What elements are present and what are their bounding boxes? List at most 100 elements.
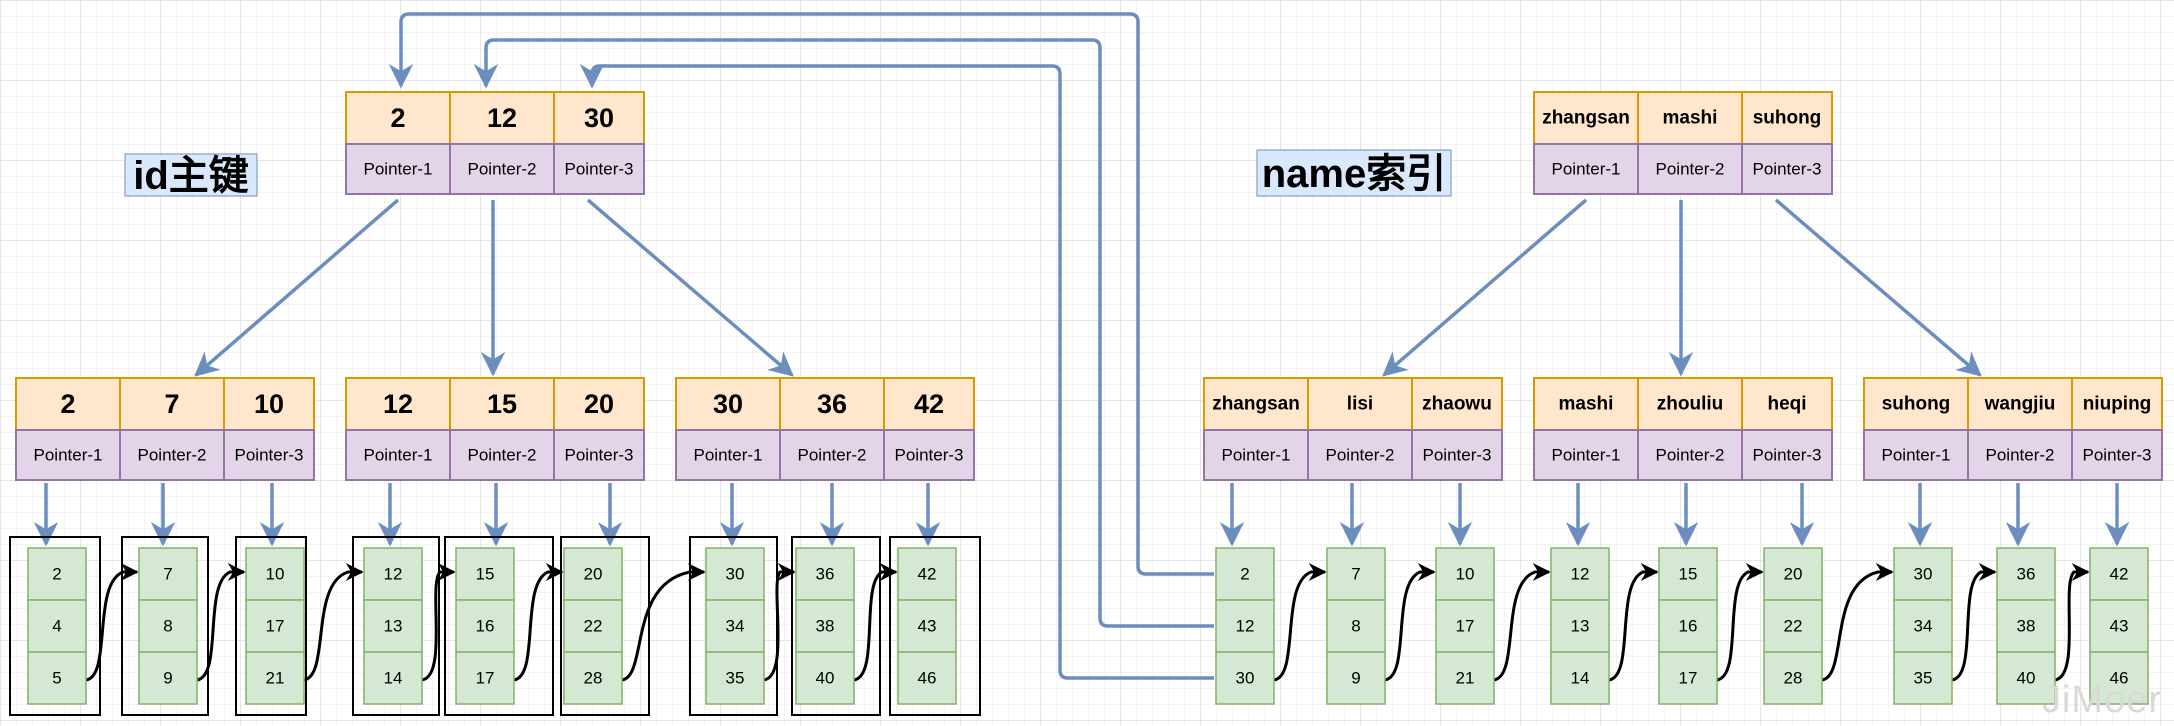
id-leaf-value: 28: [584, 669, 603, 688]
id-leaf-value: 5: [52, 669, 61, 688]
name-leaf-value: 42: [2110, 565, 2129, 584]
name-internal-node-pointer-cell: [2071, 429, 2163, 481]
name-internal-node-pointer-cell: [1741, 429, 1833, 481]
name-internal-node-key: zhangsan: [1212, 394, 1300, 415]
id-leaf-value: 15: [476, 565, 495, 584]
id-internal-node-key-cell: [15, 377, 121, 431]
id-leaf-page-frame: [9, 536, 101, 716]
name-root-node-pointer-cell: [1741, 143, 1833, 195]
name-leaf-value: 10: [1456, 565, 1475, 584]
name-leaf-cell: [1763, 651, 1823, 705]
id-leaf-value: 10: [266, 565, 285, 584]
name-internal-node-pointer-label: Pointer-1: [1882, 446, 1951, 465]
name-leaf-value: 2: [1240, 565, 1249, 584]
id-root-node-key: 12: [487, 103, 517, 133]
name-leaf-value: 12: [1236, 617, 1255, 636]
id-internal-node-pointer-label: Pointer-1: [34, 446, 103, 465]
id-internal-node-key-cell: [883, 377, 975, 431]
id-leaf-value: 16: [476, 617, 495, 636]
id-leaf-page-frame: [689, 536, 778, 716]
id-leaf-value: 12: [384, 565, 403, 584]
name-leaf-value: 28: [1784, 669, 1803, 688]
id-leaf-cell: [705, 599, 765, 653]
name-internal-node-pointer-label: Pointer-3: [2083, 446, 2152, 465]
name-leaf-cell: [1215, 651, 1275, 705]
id-internal-node-key: 20: [584, 389, 614, 419]
name-leaf-link-arrow: [1951, 563, 1997, 682]
name-leaf-cell: [2089, 599, 2149, 653]
name-leaf-value: 21: [1456, 669, 1475, 688]
name-leaf-value: 17: [1456, 617, 1475, 636]
id-internal-node-pointer-cell: [675, 429, 781, 481]
id-leaf-cell: [795, 651, 855, 705]
id-leaf-value: 30: [726, 565, 745, 584]
name-leaf-value: 15: [1679, 565, 1698, 584]
name-internal-node-key-cell: [1411, 377, 1503, 431]
name-leaf-link-arrow: [1493, 563, 1551, 682]
id-leaf-cell: [245, 651, 305, 705]
name-leaf-link-arrow: [1273, 563, 1327, 682]
name-leaf-value: 38: [2017, 617, 2036, 636]
name-leaf-cell: [1326, 547, 1386, 601]
name-leaf-cell: [1763, 599, 1823, 653]
id-leaf-value: 14: [384, 669, 403, 688]
id-leaf-value: 17: [266, 617, 285, 636]
name-leaf-cell: [1326, 599, 1386, 653]
id-leaf-value: 43: [918, 617, 937, 636]
secondary-to-primary-arrow: [579, 63, 1214, 680]
id-internal-node-key: 36: [817, 389, 847, 419]
name-root-node-pointer-cell: [1533, 143, 1639, 195]
secondary-to-primary-arrow: [473, 38, 1214, 628]
id-leaf-value: 22: [584, 617, 603, 636]
id-internal-node-key: 12: [383, 389, 413, 419]
name-root-node-pointer-label: Pointer-3: [1753, 160, 1822, 179]
id-root-node-key-cell: [553, 91, 645, 145]
id-leaf-value: 13: [384, 617, 403, 636]
name-internal-node-key: wangjiu: [1984, 394, 2056, 415]
id-internal-node-pointer-cell: [553, 429, 645, 481]
watermark: JiMoer: [2041, 679, 2162, 721]
id-leaf-link-arrow: [621, 563, 706, 682]
id-leaf-cell: [563, 651, 623, 705]
id-leaf-value: 8: [163, 617, 172, 636]
name-leaf-cell: [1326, 651, 1386, 705]
name-leaf-value: 9: [1351, 669, 1360, 688]
id-leaf-page-frame: [791, 536, 881, 716]
id-internal-node-key-cell: [223, 377, 315, 431]
id-leaf-value: 34: [726, 617, 745, 636]
name-leaf-cell: [1658, 599, 1718, 653]
name-root-node-key: suhong: [1753, 108, 1822, 129]
name-leaf-value: 34: [1914, 617, 1933, 636]
id-leaf-link-arrow: [763, 563, 796, 682]
id-leaf-link-arrow: [196, 563, 246, 682]
id-internal-node-key: 10: [254, 389, 284, 419]
name-internal-node-key: suhong: [1882, 394, 1951, 415]
id-leaf-page-frame: [889, 536, 981, 716]
id-root-to-child-arrow: [194, 198, 400, 377]
id-root-node-key-cell: [449, 91, 555, 145]
name-internal-node-pointer-label: Pointer-2: [1656, 446, 1725, 465]
name-internal-node-key: zhouliu: [1657, 394, 1723, 415]
id-leaf-cell: [138, 651, 198, 705]
name-index-label: name索引: [1262, 152, 1447, 196]
name-leaf-value: 36: [2017, 565, 2036, 584]
id-internal-node-key-cell: [675, 377, 781, 431]
id-index-label: id主键: [133, 154, 249, 198]
name-leaf-value: 46: [2110, 669, 2129, 688]
name-leaf-cell: [1215, 599, 1275, 653]
id-root-node-key: 2: [390, 103, 405, 133]
id-leaf-value: 9: [163, 669, 172, 688]
id-leaf-cell: [897, 651, 957, 705]
id-root-node-key-cell: [345, 91, 451, 145]
id-leaf-value: 21: [266, 669, 285, 688]
id-leaf-cell: [363, 651, 423, 705]
id-leaf-value: 17: [476, 669, 495, 688]
name-leaf-value: 14: [1571, 669, 1590, 688]
name-internal-node-key: mashi: [1559, 394, 1614, 415]
secondary-to-primary-arrow: [388, 12, 1214, 576]
id-leaf-link-arrow: [513, 563, 564, 682]
name-root-node-key: mashi: [1663, 108, 1718, 129]
id-leaf-page-frame: [560, 536, 650, 716]
id-leaf-page-frame: [121, 536, 209, 716]
name-internal-node-pointer-label: Pointer-2: [1986, 446, 2055, 465]
